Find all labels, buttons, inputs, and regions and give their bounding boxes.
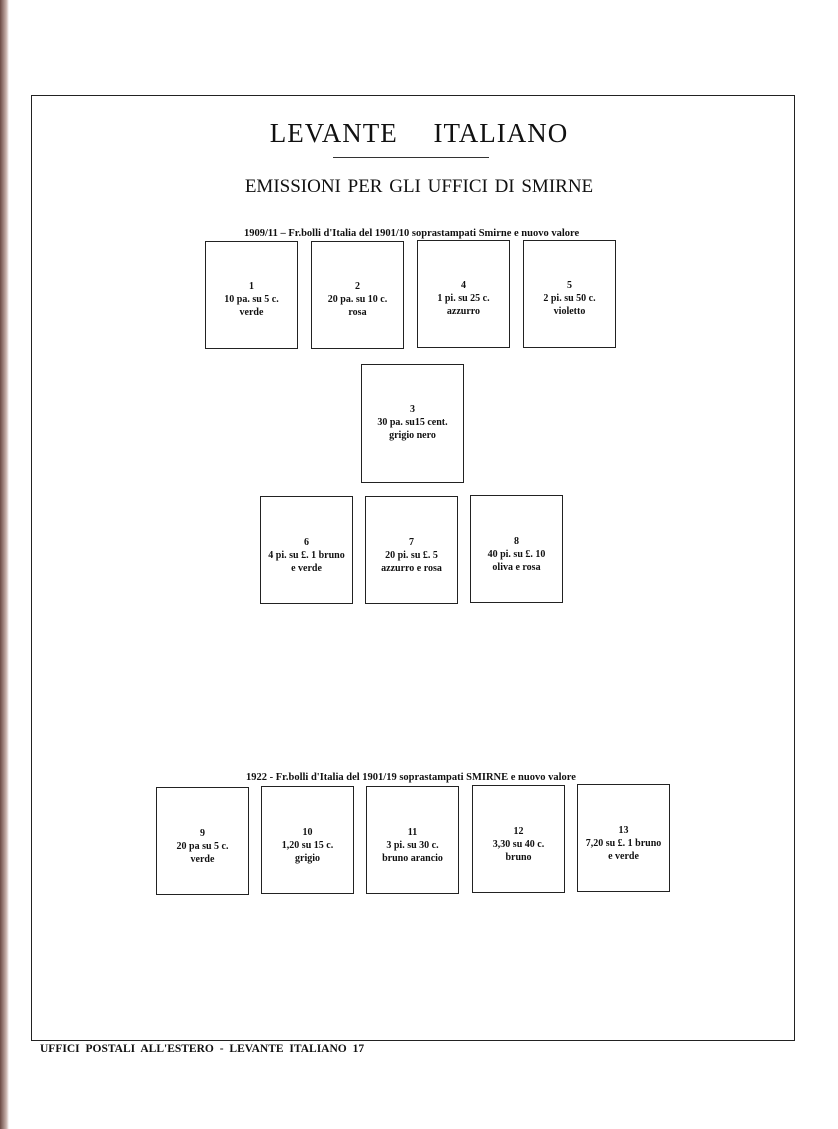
stamp-number: 5: [567, 280, 572, 291]
stamp-number: 1: [249, 281, 254, 292]
stamp-number: 9: [200, 828, 205, 839]
stamp-number: 2: [355, 281, 360, 292]
stamp-number: 8: [514, 536, 519, 547]
stamp-slot-9: 9 20 pa su 5 c. verde: [156, 787, 249, 895]
stamp-color: bruno arancio: [382, 853, 443, 864]
stamp-value: 2 pi. su 50 c.: [543, 293, 596, 304]
stamp-value: 1,20 su 15 c.: [281, 840, 334, 851]
page-footer: UFFICI POSTALI ALL'ESTERO - LEVANTE ITAL…: [40, 1043, 365, 1055]
stamp-number: 7: [409, 537, 414, 548]
stamp-color: rosa: [348, 307, 367, 318]
stamp-color: azzurro e rosa: [381, 563, 442, 574]
stamp-color: e verde: [608, 851, 639, 862]
stamp-slot-5: 5 2 pi. su 50 c. violetto: [523, 240, 616, 348]
stamp-value: 20 pi. su £. 5: [385, 550, 438, 561]
section-caption-1909: 1909/11 – Fr.bolli d'Italia del 1901/10 …: [244, 228, 580, 239]
stamp-value: 4 pi. su £. 1 bruno: [268, 550, 345, 561]
stamp-value: 1 pi. su 25 c.: [437, 293, 490, 304]
stamp-slot-13: 13 7,20 su £. 1 bruno e verde: [577, 784, 670, 892]
page-edge-shadow: [0, 0, 9, 1129]
stamp-value: 3,30 su 40 c.: [492, 839, 545, 850]
section-caption-1922: 1922 - Fr.bolli d'Italia del 1901/19 sop…: [246, 772, 576, 783]
page-frame: [31, 95, 795, 1041]
stamp-number: 10: [302, 827, 313, 838]
stamp-number: 12: [513, 826, 524, 837]
stamp-value: 3 pi. su 30 c.: [386, 840, 439, 851]
stamp-slot-7: 7 20 pi. su £. 5 azzurro e rosa: [365, 496, 458, 604]
page-subtitle: EMISSIONI PER GLI UFFICI DI SMIRNE: [244, 176, 594, 197]
stamp-value: 10 pa. su 5 c.: [224, 294, 279, 305]
stamp-value: 20 pa. su 10 c.: [327, 294, 388, 305]
stamp-number: 4: [461, 280, 466, 291]
page-title: LEVANTE ITALIANO: [269, 118, 569, 148]
stamp-slot-11: 11 3 pi. su 30 c. bruno arancio: [366, 786, 459, 894]
stamp-slot-2: 2 20 pa. su 10 c. rosa: [311, 241, 404, 349]
stamp-color: violetto: [553, 306, 586, 317]
stamp-slot-6: 6 4 pi. su £. 1 bruno e verde: [260, 496, 353, 604]
stamp-color: bruno: [505, 852, 532, 863]
stamp-slot-3: 3 30 pa. su15 cent. grigio nero: [361, 364, 464, 483]
stamp-slot-10: 10 1,20 su 15 c. grigio: [261, 786, 354, 894]
stamp-color: azzurro: [446, 306, 481, 317]
stamp-color: oliva e rosa: [492, 562, 541, 573]
stamp-color: verde: [190, 854, 215, 865]
stamp-color: verde: [239, 307, 264, 318]
stamp-slot-12: 12 3,30 su 40 c. bruno: [472, 785, 565, 893]
stamp-slot-8: 8 40 pi. su £. 10 oliva e rosa: [470, 495, 563, 603]
stamp-number: 13: [618, 825, 629, 836]
stamp-slot-1: 1 10 pa. su 5 c. verde: [205, 241, 298, 349]
stamp-number: 3: [410, 404, 415, 415]
stamp-value: 20 pa su 5 c.: [176, 841, 229, 852]
stamp-number: 11: [407, 827, 418, 838]
stamp-color: e verde: [291, 563, 322, 574]
stamp-color: grigio: [295, 853, 320, 864]
stamp-slot-4: 4 1 pi. su 25 c. azzurro: [417, 240, 510, 348]
stamp-color: grigio nero: [389, 430, 436, 441]
title-underline: [333, 157, 489, 158]
stamp-value: 7,20 su £. 1 bruno: [585, 838, 662, 849]
stamp-value: 40 pi. su £. 10: [487, 549, 546, 560]
stamp-value: 30 pa. su15 cent.: [377, 417, 448, 428]
stamp-number: 6: [304, 537, 309, 548]
